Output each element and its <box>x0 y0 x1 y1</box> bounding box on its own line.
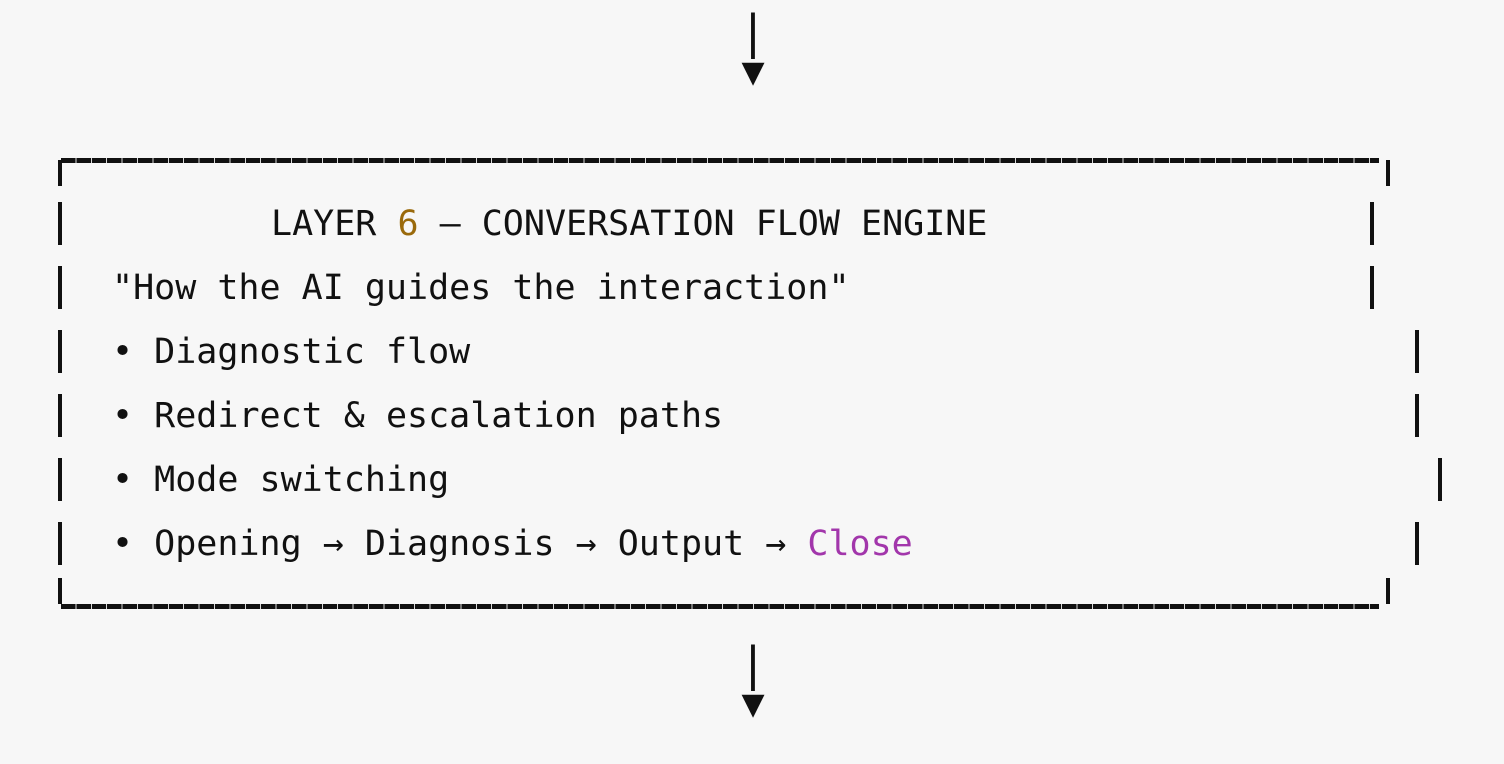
page-title: LAYER 6 — CONVERSATION FLOW ENGINE <box>271 192 987 256</box>
bullet-gap <box>133 524 154 564</box>
title-suffix: — CONVERSATION FLOW ENGINE <box>418 204 988 244</box>
arrow-down-icon: ▼ <box>741 687 765 722</box>
list-item: • Redirect & escalation paths <box>112 384 723 448</box>
list-item: • Opening → Diagnosis → Output → Close <box>112 512 913 576</box>
box-row-bullet-3: • Mode switching <box>0 448 1504 512</box>
box-border-right-bullet-3 <box>1438 458 1442 501</box>
bullet-gap <box>133 460 154 500</box>
arrow-down-icon: ▼ <box>741 55 765 90</box>
box-bottom-border <box>58 604 1388 609</box>
bullet-marker: • <box>112 332 134 372</box>
box-corner-top-right <box>1386 160 1390 186</box>
bullet-label: Diagnostic flow <box>154 332 471 372</box>
box-corner-bottom-right <box>1386 578 1390 604</box>
connector-bottom: | ▼ <box>0 638 1504 720</box>
list-item: • Diagnostic flow <box>112 320 470 384</box>
box-border-left-title <box>58 202 62 245</box>
bullet-label: Opening → Diagnosis → Output → <box>154 524 808 564</box>
box-border-right-bullet-2 <box>1415 394 1419 437</box>
box-row-bullet-2: • Redirect & escalation paths <box>0 384 1504 448</box>
box-row-title: LAYER 6 — CONVERSATION FLOW ENGINE <box>0 192 1504 256</box>
box-border-right-bullet-4 <box>1415 522 1419 565</box>
bullet-marker: • <box>112 460 134 500</box>
box-border-right-subtitle <box>1370 266 1374 309</box>
box-border-left-bullet-1 <box>58 330 62 373</box>
box-border-right-bullet-1 <box>1415 330 1419 373</box>
box-border-left-bullet-4 <box>58 522 62 565</box>
box-corner-top-left <box>58 160 62 186</box>
box-top-border <box>58 158 1388 163</box>
box-top-border-dashes <box>61 158 1379 163</box>
bullet-label: Redirect & escalation paths <box>154 396 724 436</box>
box-border-left-subtitle <box>58 266 62 309</box>
box-border-left-bullet-2 <box>58 394 62 437</box>
connector-top-stem: | <box>739 5 767 59</box>
bullet-marker: • <box>112 396 134 436</box>
box-row-bullet-4: • Opening → Diagnosis → Output → Close <box>0 512 1504 576</box>
box-corner-bottom-left <box>58 578 62 604</box>
title-layer-number: 6 <box>397 204 419 244</box>
box-bottom-border-dashes <box>61 604 1379 609</box>
title-prefix: LAYER <box>271 204 398 244</box>
bullet-gap <box>133 396 154 436</box>
box-border-right-title <box>1370 202 1374 245</box>
box-border-left-bullet-3 <box>58 458 62 501</box>
bullet-label: Mode switching <box>154 460 450 500</box>
box-row-subtitle: "How the AI guides the interaction" <box>0 256 1504 320</box>
layer-box: LAYER 6 — CONVERSATION FLOW ENGINE "How … <box>0 152 1504 614</box>
list-item: • Mode switching <box>112 448 449 512</box>
flow-terminal-state: Close <box>807 524 913 564</box>
box-row-bullet-1: • Diagnostic flow <box>0 320 1504 384</box>
bullet-gap <box>133 332 154 372</box>
connector-top: | ▼ <box>0 6 1504 88</box>
page-subtitle: "How the AI guides the interaction" <box>112 268 850 308</box>
bullet-marker: • <box>112 524 134 564</box>
connector-bottom-stem: | <box>739 637 767 691</box>
